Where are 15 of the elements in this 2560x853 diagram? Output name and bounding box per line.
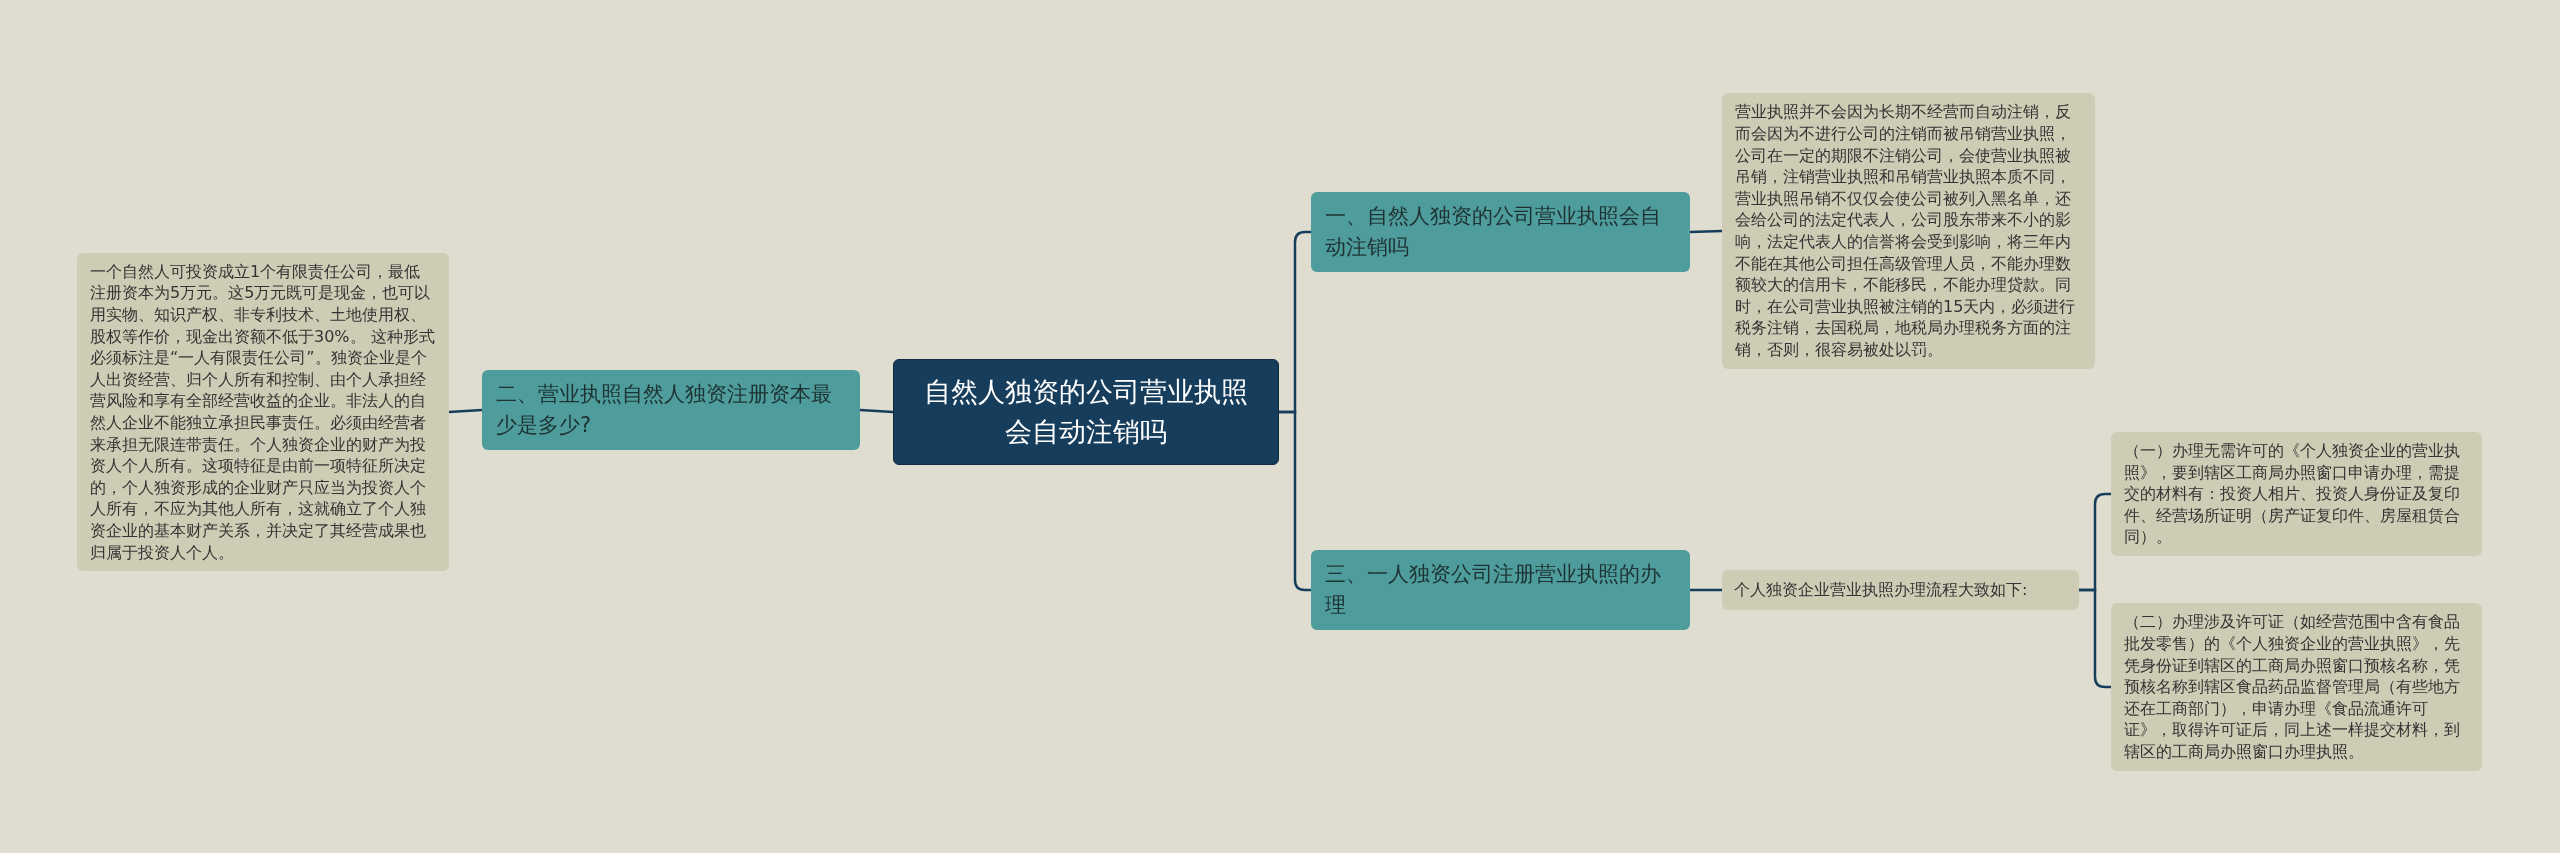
note-box: 一个自然人可投资成立1个有限责任公司，最低注册资本为5万元。这5万元既可是现金，也可以用实物、知识产权、非专利技术、土地使用权、股权等作价，现金出资额不低于30%。 这种形式必须标注是“一人有限责任公司”。独资企业是个人出资经营、归个人所有和控制、由个人承担经营风险和享有全部经营收益的企业。非法人的自然人企业不能独立承担民事责任。必须由经营者来承担无限连带责任。个人独资企业的财产为投资人个人所有。这项特征是由前一项特征所决定的，个人独资形成的企业财产只应当为投资人个人所有，不应为其他人所有，这就确立了个人独资企业的基本财产关系，并决定了其经营成果也归属于投资人个人。: [77, 252, 449, 572]
note-box: （一）办理无需许可的《个人独资企业的营业执照》，要到辖区工商局办照窗口申请办理，需提交的材料有：投资人相片、投资人身份证及复印件、经营场所证明（房产证复印件、房屋租赁合同）。: [2111, 432, 2482, 556]
note-box: （二）办理涉及许可证（如经营范围中含有食品批发零售）的《个人独资企业的营业执照》，先凭身份证到辖区的工商局办照窗口预核名称，凭预核名称到辖区食品药品监督管理局（有些地方还在工商部门），申请办理《食品流通许可证》，取得许可证后，同上述一样提交材料，到辖区的工商局办照窗口办理执照。: [2111, 603, 2482, 771]
connector-line: [1689, 229, 1723, 234]
note-box: 营业执照并不会因为长期不经营而自动注销，反而会因为不进行公司的注销而被吊销营业执照，公司在一定的期限不注销公司，会使营业执照被吊销，注销营业执照和吊销营业执照本质不同，营业执照吊销不仅仅会使公司被列入黑名单，还会给公司的法定代表人，公司股东带来不小的影响，法定代表人的信誉将会受到影响，将三年内不能在其他公司担任高级管理人员，不能办理数额较大的信用卡，不能移民，不能办理贷款。同时，在公司营业执照被注销的15天内，必须进行税务注销，去国税局，地税局办理税务方面的注销，否则，很容易被处以罚。: [1722, 93, 2095, 369]
topic-box: 三、一人独资公司注册营业执照的办理: [1311, 550, 1690, 630]
connector-line: [859, 408, 894, 414]
subtopic-box: 个人独资企业营业执照办理流程大致如下:: [1722, 570, 2079, 610]
topic-box: 二、营业执照自然人独资注册资本最少是多少?: [482, 370, 860, 450]
connector-line: [1279, 410, 1311, 592]
connector-line: [1690, 588, 1722, 592]
connector-line: [448, 408, 483, 414]
topic-box: 一、自然人独资的公司营业执照会自动注销吗: [1311, 192, 1690, 272]
connector-line: [2079, 588, 2111, 689]
central-topic-box: 自然人独资的公司营业执照会自动注销吗: [893, 359, 1279, 465]
